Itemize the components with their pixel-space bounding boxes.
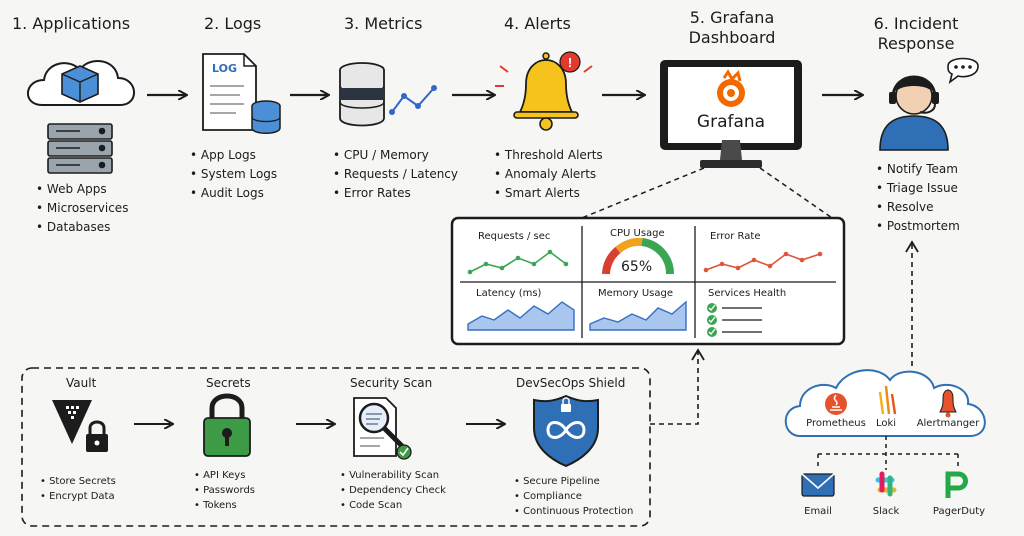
server-rack-icon: [47, 123, 113, 174]
cpu-value: 65%: [621, 259, 653, 275]
devsecops-container: [21, 367, 651, 527]
list-item: Requests / Latency: [333, 165, 458, 184]
list-item: Secure Pipeline: [514, 474, 633, 489]
list-item: Error Rates: [333, 184, 458, 203]
list-item: Compliance: [514, 489, 633, 504]
channel-slack-label: Slack: [872, 506, 900, 517]
alertmanager-icon: [939, 389, 957, 418]
channel-links: [817, 436, 959, 470]
error-chart-line: [705, 253, 821, 271]
list-item: Smart Alerts: [494, 184, 603, 203]
logs-list: App Logs System Logs Audit Logs: [190, 146, 277, 203]
secrets-list: API Keys Passwords Tokens: [194, 468, 255, 513]
channel-pagerduty-label: PagerDuty: [932, 506, 986, 517]
log-document-icon: [202, 53, 281, 134]
security-vault-title: Vault: [66, 376, 97, 390]
grafana-monitor-icon: [660, 60, 802, 168]
step-incident-title: 6. Incident Response: [873, 14, 959, 53]
list-item: Audit Logs: [190, 184, 277, 203]
step-alerts-title: 4. Alerts: [504, 14, 571, 33]
tool-loki-label: Loki: [875, 418, 897, 429]
shield-list: Secure Pipeline Compliance Continuous Pr…: [514, 474, 633, 519]
security-scan-title: Security Scan: [350, 376, 433, 390]
panel-memory-title: Memory Usage: [598, 288, 674, 299]
step-metrics-title: 3. Metrics: [344, 14, 423, 33]
latency-area-chart: [467, 301, 575, 331]
panel-cpu-title: CPU Usage: [610, 228, 665, 239]
list-item: Dependency Check: [340, 483, 446, 498]
email-icon: [801, 473, 835, 497]
alert-bell-icon: !: [495, 51, 593, 131]
support-agent-icon: [879, 57, 979, 151]
step-grafana-title: 5. Grafana Dashboard: [688, 8, 776, 47]
list-item: Continuous Protection: [514, 504, 633, 519]
arrow-security-to-dashboard: [650, 352, 699, 425]
tools-cloud: [784, 369, 986, 437]
applications-list: Web Apps Microservices Databases: [36, 180, 129, 237]
security-shield-title: DevSecOps Shield: [516, 376, 626, 390]
memory-area-chart: [589, 300, 687, 331]
slack-icon: [875, 471, 897, 497]
security-scan-icon: [353, 397, 412, 460]
cloud-cube-icon: [27, 59, 135, 106]
list-item: Postmortem: [876, 217, 960, 236]
panel-services-title: Services Health: [708, 288, 787, 299]
list-item: Encrypt Data: [40, 489, 116, 504]
list-item: Resolve: [876, 198, 960, 217]
list-item: Microservices: [36, 199, 129, 218]
list-item: Tokens: [194, 498, 255, 513]
vault-icon: [52, 400, 108, 452]
grafana-screen-label: Grafana: [696, 112, 766, 132]
step-logs-title: 2. Logs: [204, 14, 262, 33]
requests-chart-points: [467, 249, 569, 275]
loki-icon: [878, 385, 897, 415]
alerts-list: Threshold Alerts Anomaly Alerts Smart Al…: [494, 146, 603, 203]
tool-alertmanager-label: Alertmanger: [916, 418, 980, 429]
metrics-list: CPU / Memory Requests / Latency Error Ra…: [333, 146, 458, 203]
panel-error-title: Error Rate: [710, 231, 761, 242]
prometheus-icon: [825, 393, 847, 415]
incident-list: Notify Team Triage Issue Resolve Postmor…: [876, 160, 960, 236]
dashboard-panel: [450, 216, 846, 346]
list-item: API Keys: [194, 468, 255, 483]
cpu-gauge: [602, 237, 675, 275]
tool-prometheus-label: Prometheus: [806, 418, 866, 429]
log-badge: LOG: [212, 62, 237, 75]
list-item: Notify Team: [876, 160, 960, 179]
list-item: App Logs: [190, 146, 277, 165]
list-item: CPU / Memory: [333, 146, 458, 165]
step-applications-title: 1. Applications: [12, 14, 131, 33]
services-health-list: [707, 303, 762, 337]
list-item: Vulnerability Scan: [340, 468, 446, 483]
channel-email-label: Email: [804, 506, 832, 517]
list-item: Passwords: [194, 483, 255, 498]
list-item: Web Apps: [36, 180, 128, 199]
pagerduty-icon: [945, 471, 968, 498]
grafana-logo-icon: [717, 69, 745, 107]
list-item: Threshold Alerts: [494, 146, 603, 165]
list-item: System Logs: [190, 165, 277, 184]
devsecops-shield-icon: [533, 394, 599, 468]
vault-list: Store Secrets Encrypt Data: [40, 474, 116, 504]
padlock-icon: [203, 393, 251, 457]
security-secrets-title: Secrets: [206, 376, 251, 390]
list-item: Code Scan: [340, 498, 446, 513]
metrics-database-icon: [339, 62, 437, 127]
scan-list: Vulnerability Scan Dependency Check Code…: [340, 468, 446, 513]
error-chart-points: [703, 251, 823, 273]
svg-text:!: !: [568, 55, 572, 70]
list-item: Triage Issue: [876, 179, 960, 198]
list-item: Anomaly Alerts: [494, 165, 603, 184]
panel-requests-title: Requests / sec: [478, 231, 551, 242]
zoom-lines: [571, 167, 839, 223]
list-item: Store Secrets: [40, 474, 116, 489]
panel-latency-title: Latency (ms): [476, 288, 542, 299]
list-item: Databases: [36, 218, 128, 237]
